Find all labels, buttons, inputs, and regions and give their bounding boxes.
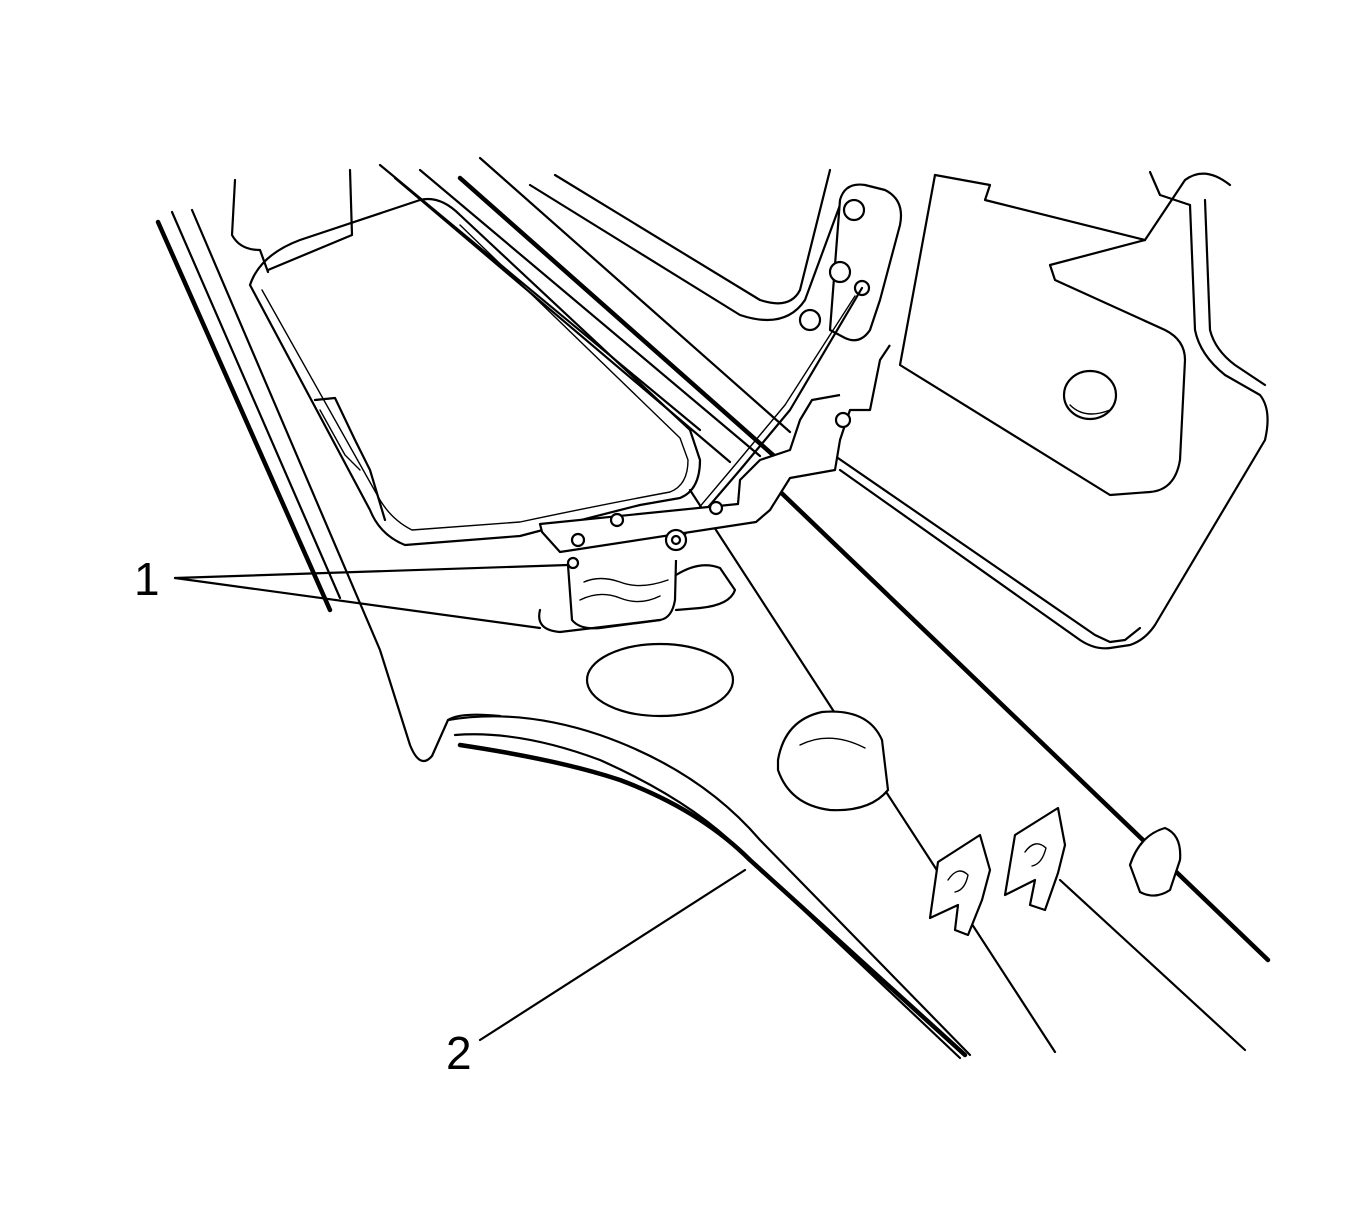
hinge-strap xyxy=(538,556,737,634)
right-panel xyxy=(833,170,1269,650)
center-rails xyxy=(378,156,1271,1054)
hinge-bracket xyxy=(538,344,891,554)
leader-line-1a xyxy=(173,563,570,580)
callout-label-2: 2 xyxy=(446,1027,472,1079)
leader-line-2 xyxy=(478,868,747,1042)
inner-panel-left xyxy=(248,197,702,547)
retainer-clips xyxy=(928,806,1182,937)
callout-label-1: 1 xyxy=(134,553,160,605)
door-frame xyxy=(528,168,903,542)
left-body-rail xyxy=(155,168,502,763)
callout-leaders xyxy=(173,563,747,1042)
lower-floor-panel xyxy=(446,642,972,1060)
leader-line-1b xyxy=(173,576,542,630)
